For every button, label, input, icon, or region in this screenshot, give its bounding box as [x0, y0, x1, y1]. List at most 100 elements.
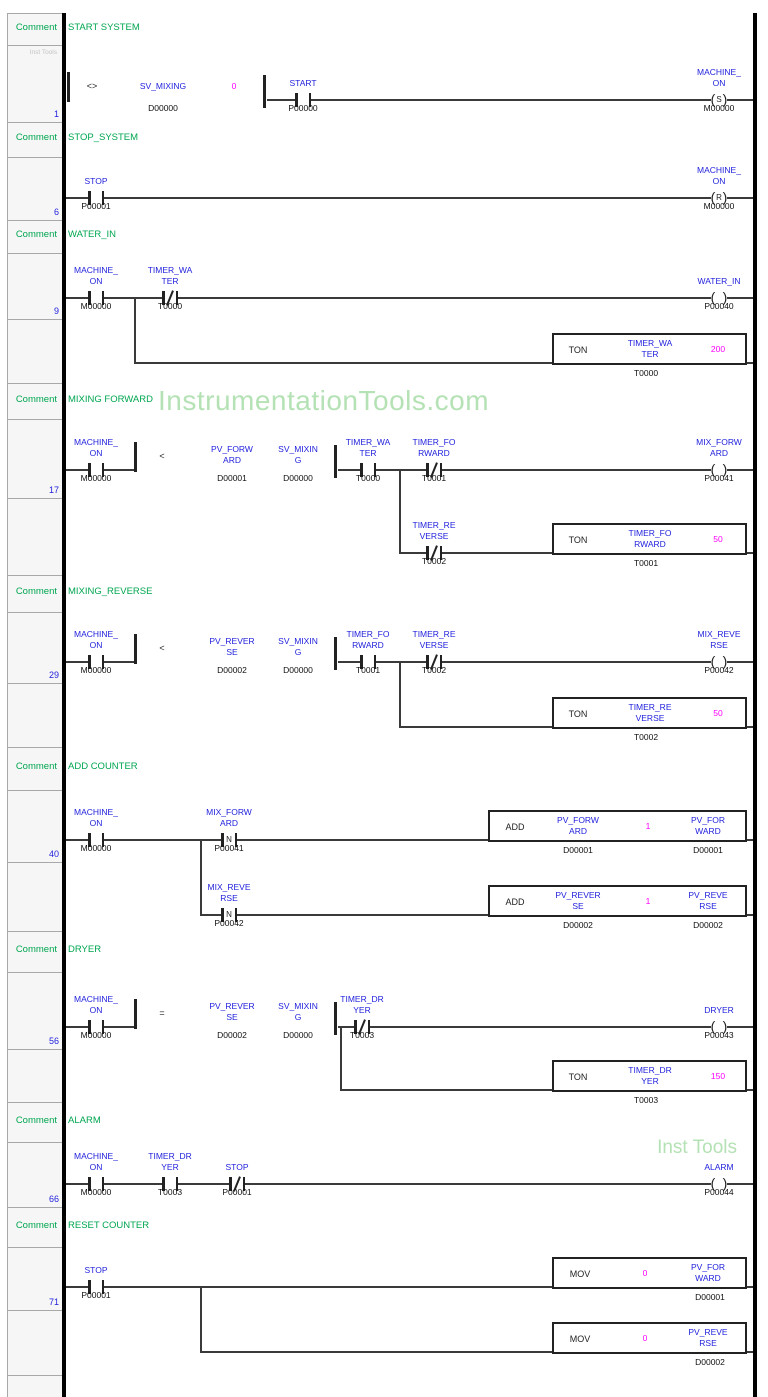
contact-bar-right	[175, 291, 178, 305]
margin-cell-border	[7, 220, 62, 221]
rung-number: 1	[53, 109, 59, 119]
contact-bar-right	[101, 463, 104, 477]
margin-cell-border	[7, 157, 62, 158]
block-operand: PV_REVER	[555, 890, 601, 900]
contact-label: RSE	[220, 893, 238, 903]
contact-label: MACHINE_	[74, 629, 118, 639]
contact-bar-left	[426, 463, 429, 477]
function-block[interactable]	[488, 885, 747, 917]
contact-bar-left	[229, 1177, 232, 1191]
rung-number: 6	[53, 207, 59, 217]
contact-edge-letter: N	[226, 835, 232, 844]
comment-cell-label: Comment	[15, 1115, 57, 1126]
contact-bar-left	[360, 463, 363, 477]
operand-label: G	[294, 1012, 302, 1022]
coil-paren-right: )	[722, 1018, 728, 1034]
comment-text[interactable]: MIXING_REVERSE	[68, 586, 153, 597]
coil-label: RSE	[710, 640, 728, 650]
block-name: TON	[568, 345, 588, 355]
rung-line	[747, 1089, 753, 1091]
function-block[interactable]	[552, 333, 747, 365]
comment-text[interactable]: MIXING FORWARD	[68, 394, 153, 405]
contact-label: MACHINE_	[74, 1151, 118, 1161]
compare-open-bar	[134, 442, 137, 472]
contact-bar-right	[234, 833, 237, 847]
contact-label: TIMER_FO	[346, 629, 390, 639]
operand-label: G	[294, 455, 302, 465]
coil-address: M00000	[703, 201, 735, 211]
comment-cell-label: Comment	[15, 394, 57, 405]
coil-label: ARD	[710, 448, 728, 458]
rung-line	[201, 914, 221, 916]
rung-line	[376, 661, 426, 663]
contact-bar-right	[373, 463, 376, 477]
comment-text[interactable]: WATER_IN	[68, 229, 117, 240]
rung-line	[104, 1183, 162, 1185]
block-name: TON	[568, 1072, 588, 1082]
contact-label: TIMER_DR	[340, 994, 384, 1004]
comment-text[interactable]: ALARM	[68, 1115, 101, 1126]
comment-cell-label: Comment	[15, 1220, 57, 1231]
margin-cell-border	[7, 45, 62, 46]
coil-paren-right: )	[722, 189, 728, 205]
coil-paren-left: (	[710, 189, 716, 205]
function-block[interactable]	[552, 523, 747, 555]
comment-text[interactable]: ADD COUNTER	[68, 761, 138, 772]
contact-label: TIMER_RE	[412, 520, 456, 530]
coil-paren-left: (	[710, 653, 716, 669]
contact-bar-right	[308, 93, 311, 107]
rung-number: 71	[48, 1297, 59, 1307]
block-operand: VERSE	[635, 713, 665, 723]
block-operand: 150	[710, 1071, 726, 1081]
block-output-address: T0003	[633, 1095, 659, 1105]
compare-operator: <	[159, 451, 165, 461]
rung-line	[237, 914, 489, 916]
contact-label: MIX_FORW	[206, 807, 252, 817]
comment-cell-label: Comment	[15, 586, 57, 597]
contact-bar-left	[360, 655, 363, 669]
function-block[interactable]	[552, 1257, 747, 1289]
coil-paren-right: )	[722, 653, 728, 669]
contact-bar-right	[101, 833, 104, 847]
branch-line	[200, 1287, 202, 1353]
coil-label: ALARM	[704, 1162, 734, 1172]
contact-label: START	[289, 78, 317, 88]
contact-bar-left	[88, 1177, 91, 1191]
comment-text[interactable]: DRYER	[68, 944, 102, 955]
function-block[interactable]	[552, 1322, 747, 1354]
function-block[interactable]	[488, 810, 747, 842]
comment-text[interactable]: RESET COUNTER	[68, 1220, 150, 1231]
contact-bar-right	[101, 655, 104, 669]
block-operand: TIMER_DR	[628, 1065, 672, 1075]
block-name: TON	[568, 709, 588, 719]
block-operand: PV_REVE	[688, 1327, 728, 1337]
contact-bar-left	[221, 833, 224, 847]
rung-line	[66, 197, 88, 199]
block-operand: PV_FORW	[557, 815, 599, 825]
rung-line	[727, 661, 753, 663]
rung-number: 56	[48, 1036, 59, 1046]
contact-label: ON	[89, 818, 103, 828]
coil-address: M00000	[703, 103, 735, 113]
comment-text[interactable]: STOP_SYSTEM	[68, 132, 139, 143]
operand-label: ARD	[223, 455, 241, 465]
contact-bar-left	[221, 908, 224, 922]
function-block[interactable]	[552, 1060, 747, 1092]
contact-bar-left	[426, 655, 429, 669]
block-output-address: D00001	[563, 845, 593, 855]
contact-bar-right	[367, 1020, 370, 1034]
margin-cell-border	[7, 575, 62, 576]
rung-number: 9	[53, 306, 59, 316]
operand-label: PV_REVER	[209, 636, 255, 646]
coil-label: DRYER	[704, 1005, 734, 1015]
comment-text[interactable]: START SYSTEM	[68, 22, 140, 33]
comment-cell-label: Comment	[15, 132, 57, 143]
margin-cell-border	[7, 383, 62, 384]
margin-column	[7, 13, 62, 1397]
rung-line	[442, 661, 711, 663]
contact-bar-right	[234, 908, 237, 922]
operand-label: SV_MIXIN	[278, 444, 318, 454]
block-operand: SE	[572, 901, 584, 911]
function-block[interactable]	[552, 697, 747, 729]
coil-label: ON	[712, 176, 726, 186]
